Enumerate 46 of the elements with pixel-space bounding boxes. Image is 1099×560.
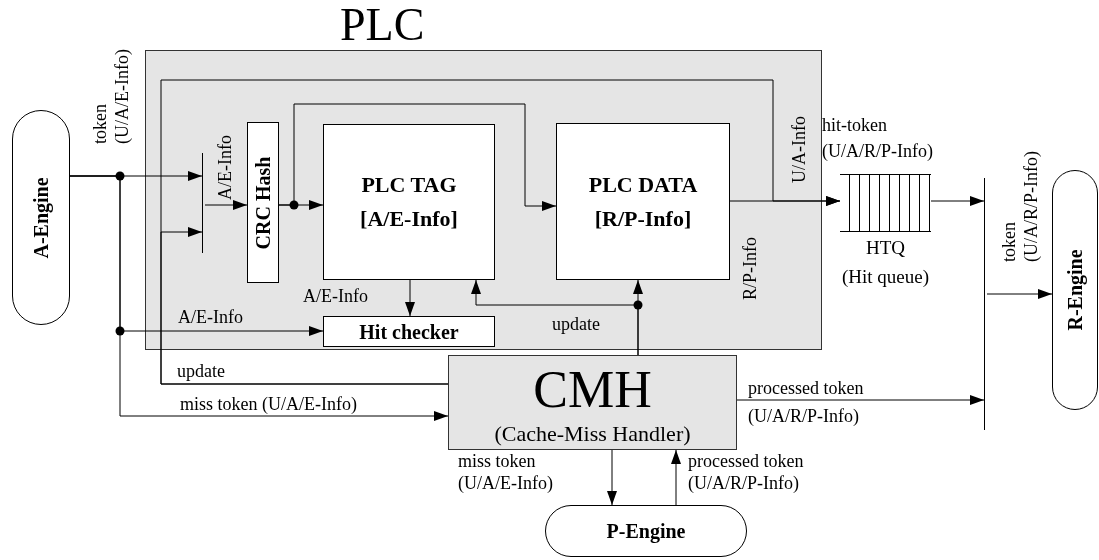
edge-label: A/E-Info	[214, 134, 236, 200]
arrow	[930, 196, 985, 206]
box-label: Hit checker	[359, 319, 459, 345]
edge-label: update	[177, 360, 225, 382]
edge-label: token (U/A/E-Info)	[89, 48, 133, 144]
handler-box	[448, 355, 737, 450]
arrow	[736, 395, 985, 405]
box-label: (Cache-Miss Handler)	[494, 420, 691, 447]
edge-label: R/P-Info	[739, 236, 761, 300]
checker-box	[323, 316, 495, 347]
edge-label: U/A-Info	[788, 115, 810, 183]
block-title: CMH	[533, 359, 652, 420]
queue-label: HTQ	[864, 236, 907, 260]
merge-bar	[984, 178, 987, 430]
flow-label: hit-token (U/A/R/P-Info)	[822, 114, 934, 163]
edge-label: miss token (U/A/E-Info)	[180, 393, 357, 415]
box-label: PLC TAG [A/E-Info]	[359, 171, 459, 233]
arrow	[729, 196, 841, 206]
arrow	[278, 103, 557, 211]
vertical-label: CRC Hash	[251, 156, 275, 249]
queue-label: (Hit queue)	[840, 265, 931, 289]
tag-memory-box	[323, 124, 495, 280]
arrow	[405, 279, 415, 317]
edge-label: A/E-Info	[178, 306, 243, 328]
vertical-label: R-Engine	[1063, 249, 1087, 331]
edge-label: processed token (U/A/R/P-Info)	[748, 377, 865, 428]
merge-bar	[202, 153, 205, 253]
edge-label: A/E-Info	[303, 285, 368, 307]
vertical-label: A-Engine	[29, 176, 53, 259]
arrow	[633, 279, 643, 356]
arrow	[607, 449, 617, 506]
engine-box	[545, 505, 747, 557]
engine-box	[1052, 170, 1098, 410]
edge-label: miss token (U/A/E-Info)	[458, 450, 554, 494]
block-title: PLC	[340, 2, 425, 48]
data-memory-box	[556, 123, 730, 280]
box-label: P-Engine	[606, 519, 686, 543]
edge-label: update	[552, 313, 600, 335]
box-label: PLC DATA [R/P-Info]	[587, 170, 699, 233]
edge-label: processed token (U/A/R/P-Info)	[688, 450, 805, 494]
arrow	[671, 449, 681, 506]
arrow	[69, 175, 449, 421]
arrow	[986, 289, 1053, 299]
hash-box	[247, 122, 279, 283]
edge-label: token (U/A/R/P-Info)	[998, 150, 1042, 262]
arrow	[204, 200, 248, 210]
